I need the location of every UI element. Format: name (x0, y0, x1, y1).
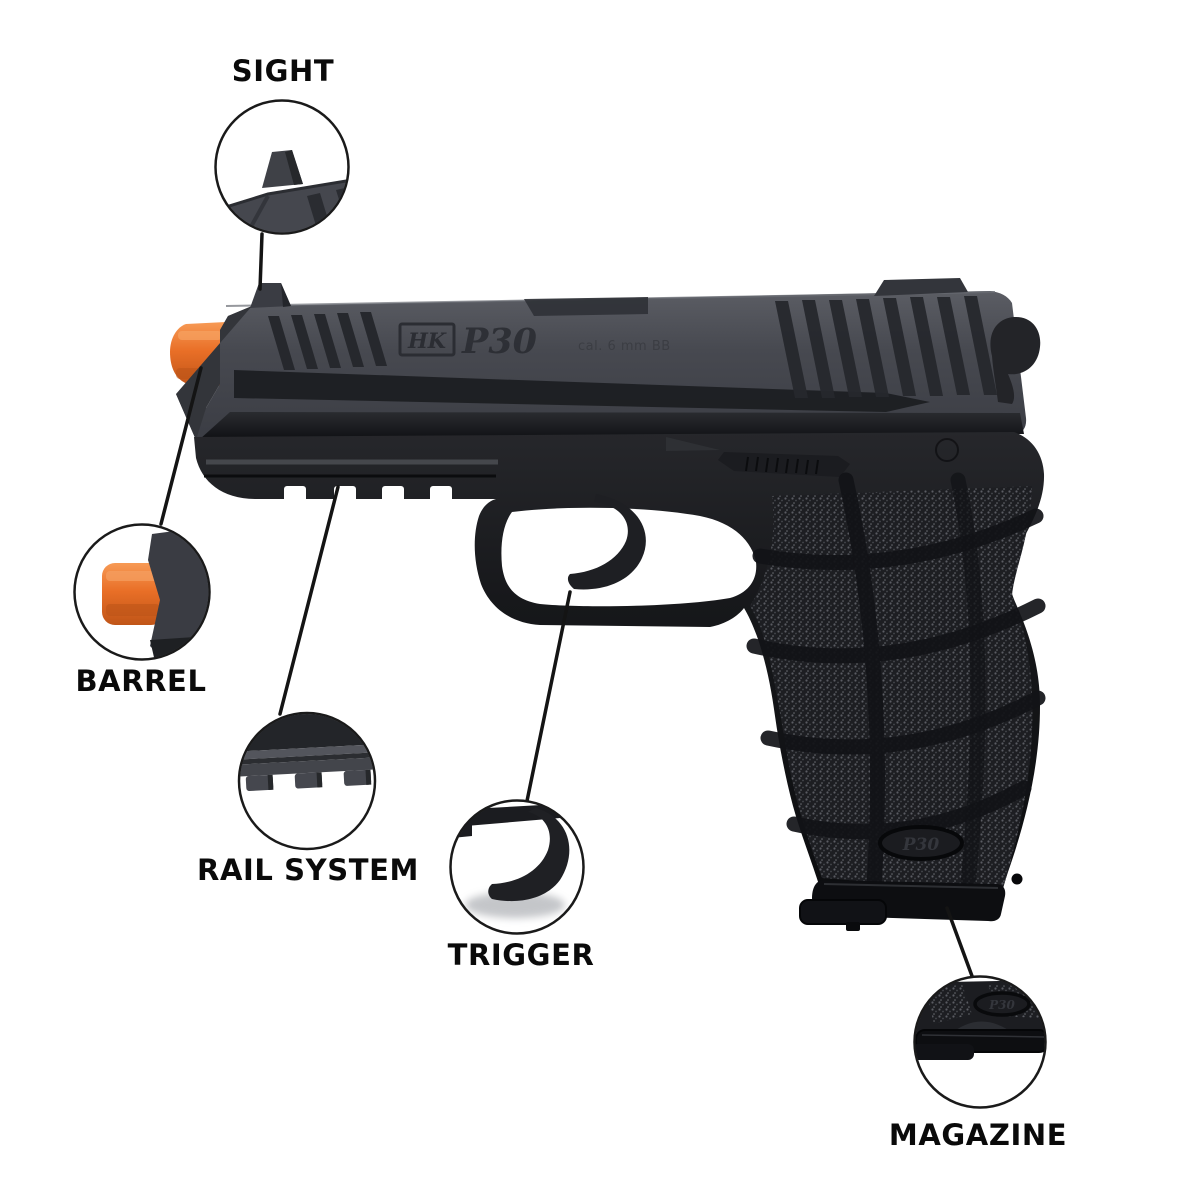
sight-label: SIGHT (231, 54, 335, 88)
magazine-label: MAGAZINE (888, 1118, 1068, 1152)
slide-markings: HK P30 cal. 6 mm BB (398, 321, 671, 362)
lanyard-pin-hole (1011, 873, 1023, 885)
svg-text:P30: P30 (902, 835, 940, 855)
trigger-callout-line (525, 590, 572, 803)
grip-texture (746, 472, 1046, 894)
slide-release-lever (666, 437, 850, 477)
takedown-mark (666, 437, 720, 451)
grip-logo: P30 (878, 825, 964, 861)
magazine-detail-inset: P30 (913, 975, 1047, 1109)
trigger-detail-inset (449, 799, 585, 935)
rail-detail-inset (237, 711, 377, 851)
rail-system-label: RAIL SYSTEM (197, 853, 419, 887)
barrel-label: BARREL (75, 664, 207, 698)
front-serrations (268, 312, 387, 370)
frame-pin-detail (935, 438, 959, 462)
trigger (567, 494, 646, 590)
pistol-illustration: HK P30 cal. 6 mm BB (170, 278, 1046, 931)
caliber-marking: cal. 6 mm BB (578, 339, 671, 354)
trigger-label: TRIGGER (447, 938, 595, 972)
rail-callout-line (278, 485, 340, 716)
barrel-detail-inset (73, 523, 211, 661)
barrel-callout-line (159, 366, 203, 526)
slide: HK P30 cal. 6 mm BB (176, 278, 1027, 440)
callout-lines (159, 232, 974, 978)
slide-recess-stripe (234, 370, 930, 412)
svg-text:P30: P30 (988, 998, 1015, 1012)
magazine-base-plate (799, 873, 1023, 931)
sight-detail-inset (214, 99, 350, 235)
rear-serrations (775, 296, 997, 398)
rear-sight (874, 278, 968, 296)
slide-bottom-chamfer (200, 412, 1024, 439)
hammer (990, 316, 1041, 404)
sight-callout-line (258, 232, 264, 291)
magazine-callout-line (945, 906, 974, 978)
slide-top-notch (524, 297, 648, 316)
rail-teeth (284, 486, 452, 504)
model-marking: P30 (461, 321, 537, 362)
brand-marking: HK (407, 328, 447, 353)
